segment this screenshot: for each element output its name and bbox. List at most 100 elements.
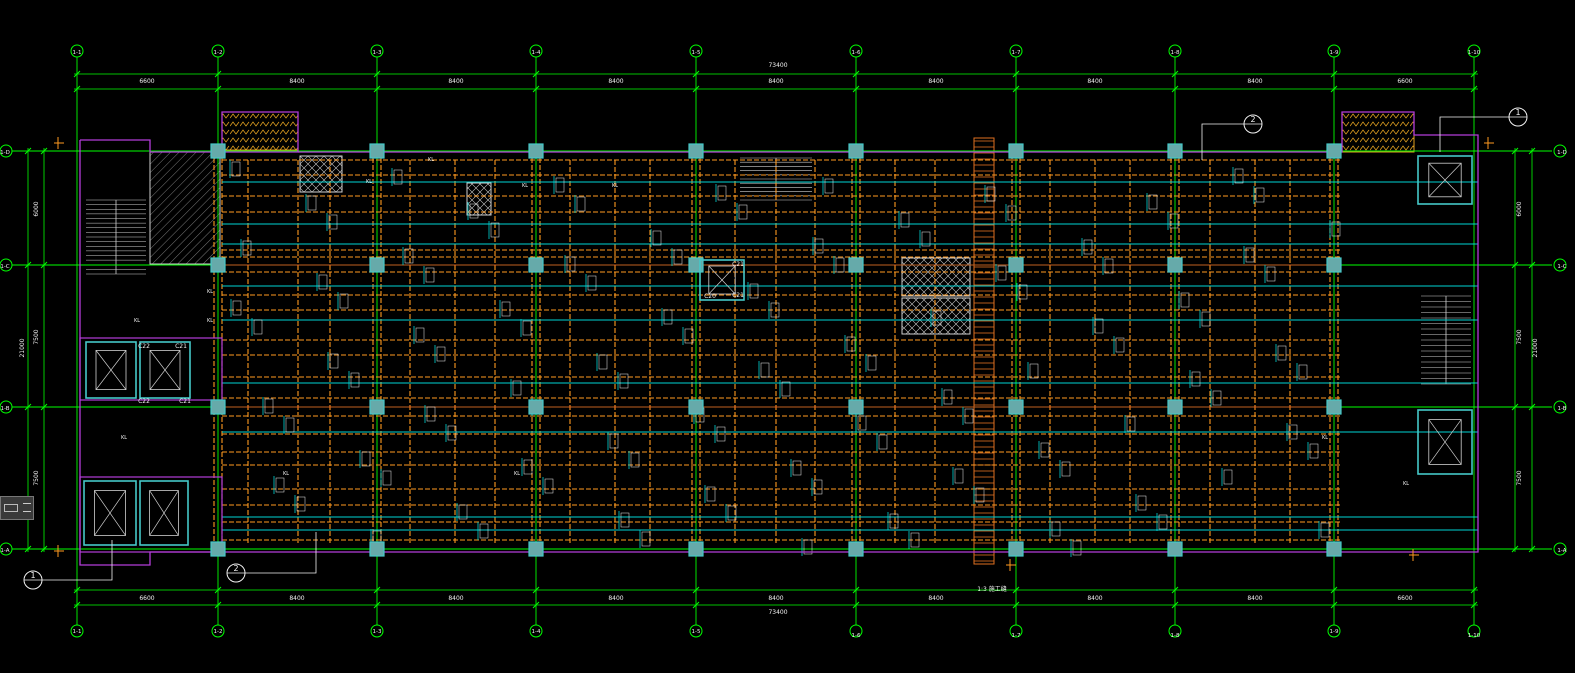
rebar-label-box-30 — [921, 231, 931, 247]
column-4-1 — [848, 257, 864, 273]
rebar-label-box-40 — [781, 381, 791, 397]
rebar-label-box-78 — [1137, 495, 1147, 511]
dim-top-seg-3: 8400 — [448, 78, 463, 85]
hatch-d — [901, 297, 971, 335]
rebar-label-box-53 — [932, 310, 942, 326]
column-2-0 — [528, 143, 544, 159]
axis-left-1-A: 1-A — [0, 548, 9, 554]
column-1-1 — [369, 257, 385, 273]
floating-tool-panel[interactable] — [0, 496, 34, 520]
panel-minimize-icon[interactable] — [23, 503, 31, 504]
tag-c21-c: C21 — [732, 261, 744, 268]
axis-left-1-D: 1-D — [0, 150, 10, 156]
axis-bottom-1-7: 1-7 — [1012, 633, 1021, 639]
dim-tick — [1528, 147, 1536, 155]
panel-menu-icon[interactable] — [23, 511, 31, 512]
tag-c20: C20 — [704, 293, 716, 300]
rebar-label-box-61 — [598, 354, 608, 370]
axis-bottom-1-10: 1-10 — [1468, 633, 1481, 639]
axis-top-1-2: 1-2 — [214, 50, 223, 56]
rebar-label-box-48 — [447, 425, 457, 441]
rebar-label-box-18 — [867, 355, 877, 371]
elevator-car — [95, 349, 127, 390]
dim-tick — [692, 586, 700, 594]
column-0-0 — [210, 143, 226, 159]
dim-tick — [852, 70, 860, 78]
rebar-label-box-56 — [1223, 469, 1233, 485]
elevator-3 — [83, 480, 137, 546]
dim-tick — [214, 85, 222, 93]
rebar-label-box-17 — [770, 302, 780, 318]
dim-tick — [1171, 601, 1179, 609]
rebar-label-box-23 — [242, 240, 252, 256]
axis-bubble-bottom-8 — [1168, 624, 1182, 638]
dim-tick — [40, 147, 48, 155]
axis-bubble-bottom-5 — [689, 624, 703, 638]
panel-grip-icon[interactable] — [4, 504, 18, 512]
elevator-frame — [83, 480, 137, 546]
column-6-3 — [1167, 541, 1183, 557]
rebar-label-box-42 — [975, 487, 985, 503]
rebar-label-box-63 — [792, 460, 802, 476]
column-7-3 — [1326, 541, 1342, 557]
dim-tick — [852, 85, 860, 93]
rebar-label-box-92 — [275, 477, 285, 493]
dim-tick — [1511, 403, 1519, 411]
dim-top-seg-6: 8400 — [928, 78, 943, 85]
rebar-label-box-103 — [232, 300, 242, 316]
rebar-layer — [222, 160, 1478, 557]
column-6-0 — [1167, 143, 1183, 159]
dim-tick — [40, 403, 48, 411]
rebar-label-box-94 — [469, 203, 479, 219]
rebar-label-box-107 — [620, 512, 630, 528]
rebar-label-box-79 — [1234, 168, 1244, 184]
axis-bubble-top-3 — [370, 44, 384, 58]
axis-bubble-right-1 — [1553, 144, 1567, 158]
beam-label-10: KL — [514, 471, 520, 477]
rebar-label-box-95 — [566, 256, 576, 272]
dim-tick — [73, 601, 81, 609]
dim-right-seg-1: 6000 — [1516, 201, 1523, 216]
elevator-frame — [1417, 155, 1473, 205]
hatch-a — [299, 155, 343, 193]
elevator-cross — [94, 490, 126, 536]
dim-tick — [1528, 545, 1536, 553]
rebar-label-box-80 — [1331, 221, 1341, 237]
callout-2-top: 2 — [1250, 115, 1255, 124]
axis-left-1-B: 1-B — [0, 406, 9, 412]
axis-top-1-5: 1-5 — [692, 50, 701, 56]
column-6-1 — [1167, 257, 1183, 273]
axis-top-1-10: 1-10 — [1468, 50, 1481, 56]
column-5-1 — [1008, 257, 1024, 273]
dim-bottom-seg-2: 8400 — [289, 595, 304, 602]
axis-bubble-top-2 — [211, 44, 225, 58]
dim-tick — [1528, 403, 1536, 411]
dim-tick — [1171, 70, 1179, 78]
elevator-block-b — [79, 476, 223, 553]
rebar-label-box-106 — [523, 459, 533, 475]
rebar-label-box-90 — [1191, 371, 1201, 387]
axis-bottom-1-3: 1-3 — [373, 629, 382, 635]
elevator-6 — [1417, 409, 1473, 475]
dim-tick — [1012, 601, 1020, 609]
rebar-label-box-39 — [684, 328, 694, 344]
rebar-label-box-49 — [544, 478, 554, 494]
axis-bubble-bottom-10 — [1467, 624, 1481, 638]
rebar-label-box-102 — [1245, 247, 1255, 263]
dim-tick — [24, 147, 32, 155]
elevator-4 — [139, 480, 189, 546]
dim-top-seg-2: 8400 — [289, 78, 304, 85]
rebar-label-box-41 — [878, 434, 888, 450]
dim-tick — [373, 85, 381, 93]
axis-bubble-top-6 — [849, 44, 863, 58]
axis-top-1-3: 1-3 — [373, 50, 382, 56]
rebar-label-box-19 — [964, 408, 974, 424]
dim-bottom-seg-7: 8400 — [1087, 595, 1102, 602]
rebar-label-box-65 — [986, 186, 996, 202]
rebar-label-box-73 — [652, 230, 662, 246]
column-4-3 — [848, 541, 864, 557]
stair-left — [86, 199, 146, 275]
column-5-2 — [1008, 399, 1024, 415]
beam-label-8: KL — [121, 435, 127, 441]
dim-tick — [24, 403, 32, 411]
